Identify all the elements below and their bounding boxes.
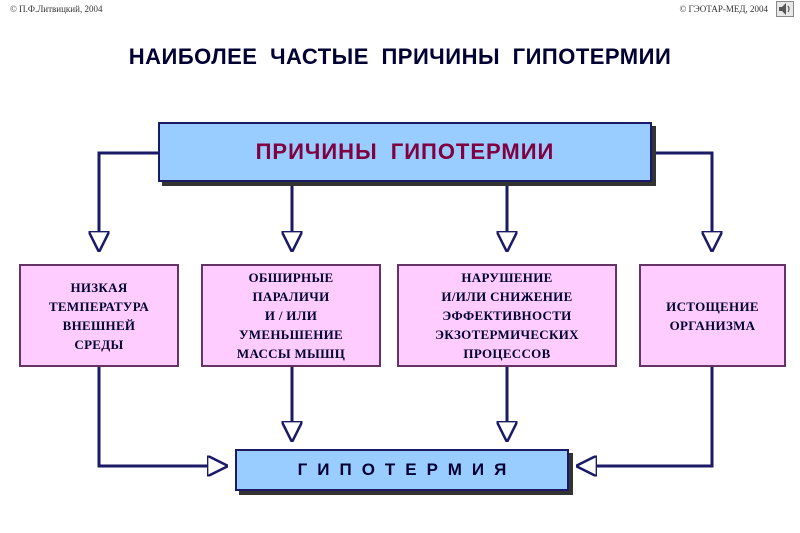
page-title: НАИБОЛЕЕ ЧАСТЫЕ ПРИЧИНЫ ГИПОТЕРМИИ	[128, 44, 672, 69]
connector-cause-4-result	[578, 367, 714, 466]
copyright-right: © ГЭОТАР-МЕД, 2004	[679, 4, 768, 14]
cause-node-low-temperature: НИЗКАЯ ТЕМПЕРАТУРА ВНЕШНЕЙ СРЕДЫ	[19, 264, 179, 367]
copyright-left: © П.Ф.Литвицкий, 2004	[10, 4, 103, 14]
connector-root-cause-1	[99, 151, 158, 250]
speaker-icon[interactable]	[776, 1, 794, 17]
root-node: ПРИЧИНЫ ГИПОТЕРМИИ	[158, 122, 652, 182]
connector-root-cause-4	[652, 151, 712, 250]
cause-node-exothermic-processes: НАРУШЕНИЕ И/ИЛИ СНИЖЕНИЕ ЭФФЕКТИВНОСТИ Э…	[397, 264, 617, 367]
connector-cause-1-result	[97, 367, 226, 466]
cause-node-paralysis: ОБШИРНЫЕ ПАРАЛИЧИ И / ИЛИ УМЕНЬШЕНИЕ МАС…	[201, 264, 381, 367]
cause-node-exhaustion: ИСТОЩЕНИЕ ОРГАНИЗМА	[639, 264, 786, 367]
result-node: ГИПОТЕРМИЯ	[235, 449, 569, 491]
